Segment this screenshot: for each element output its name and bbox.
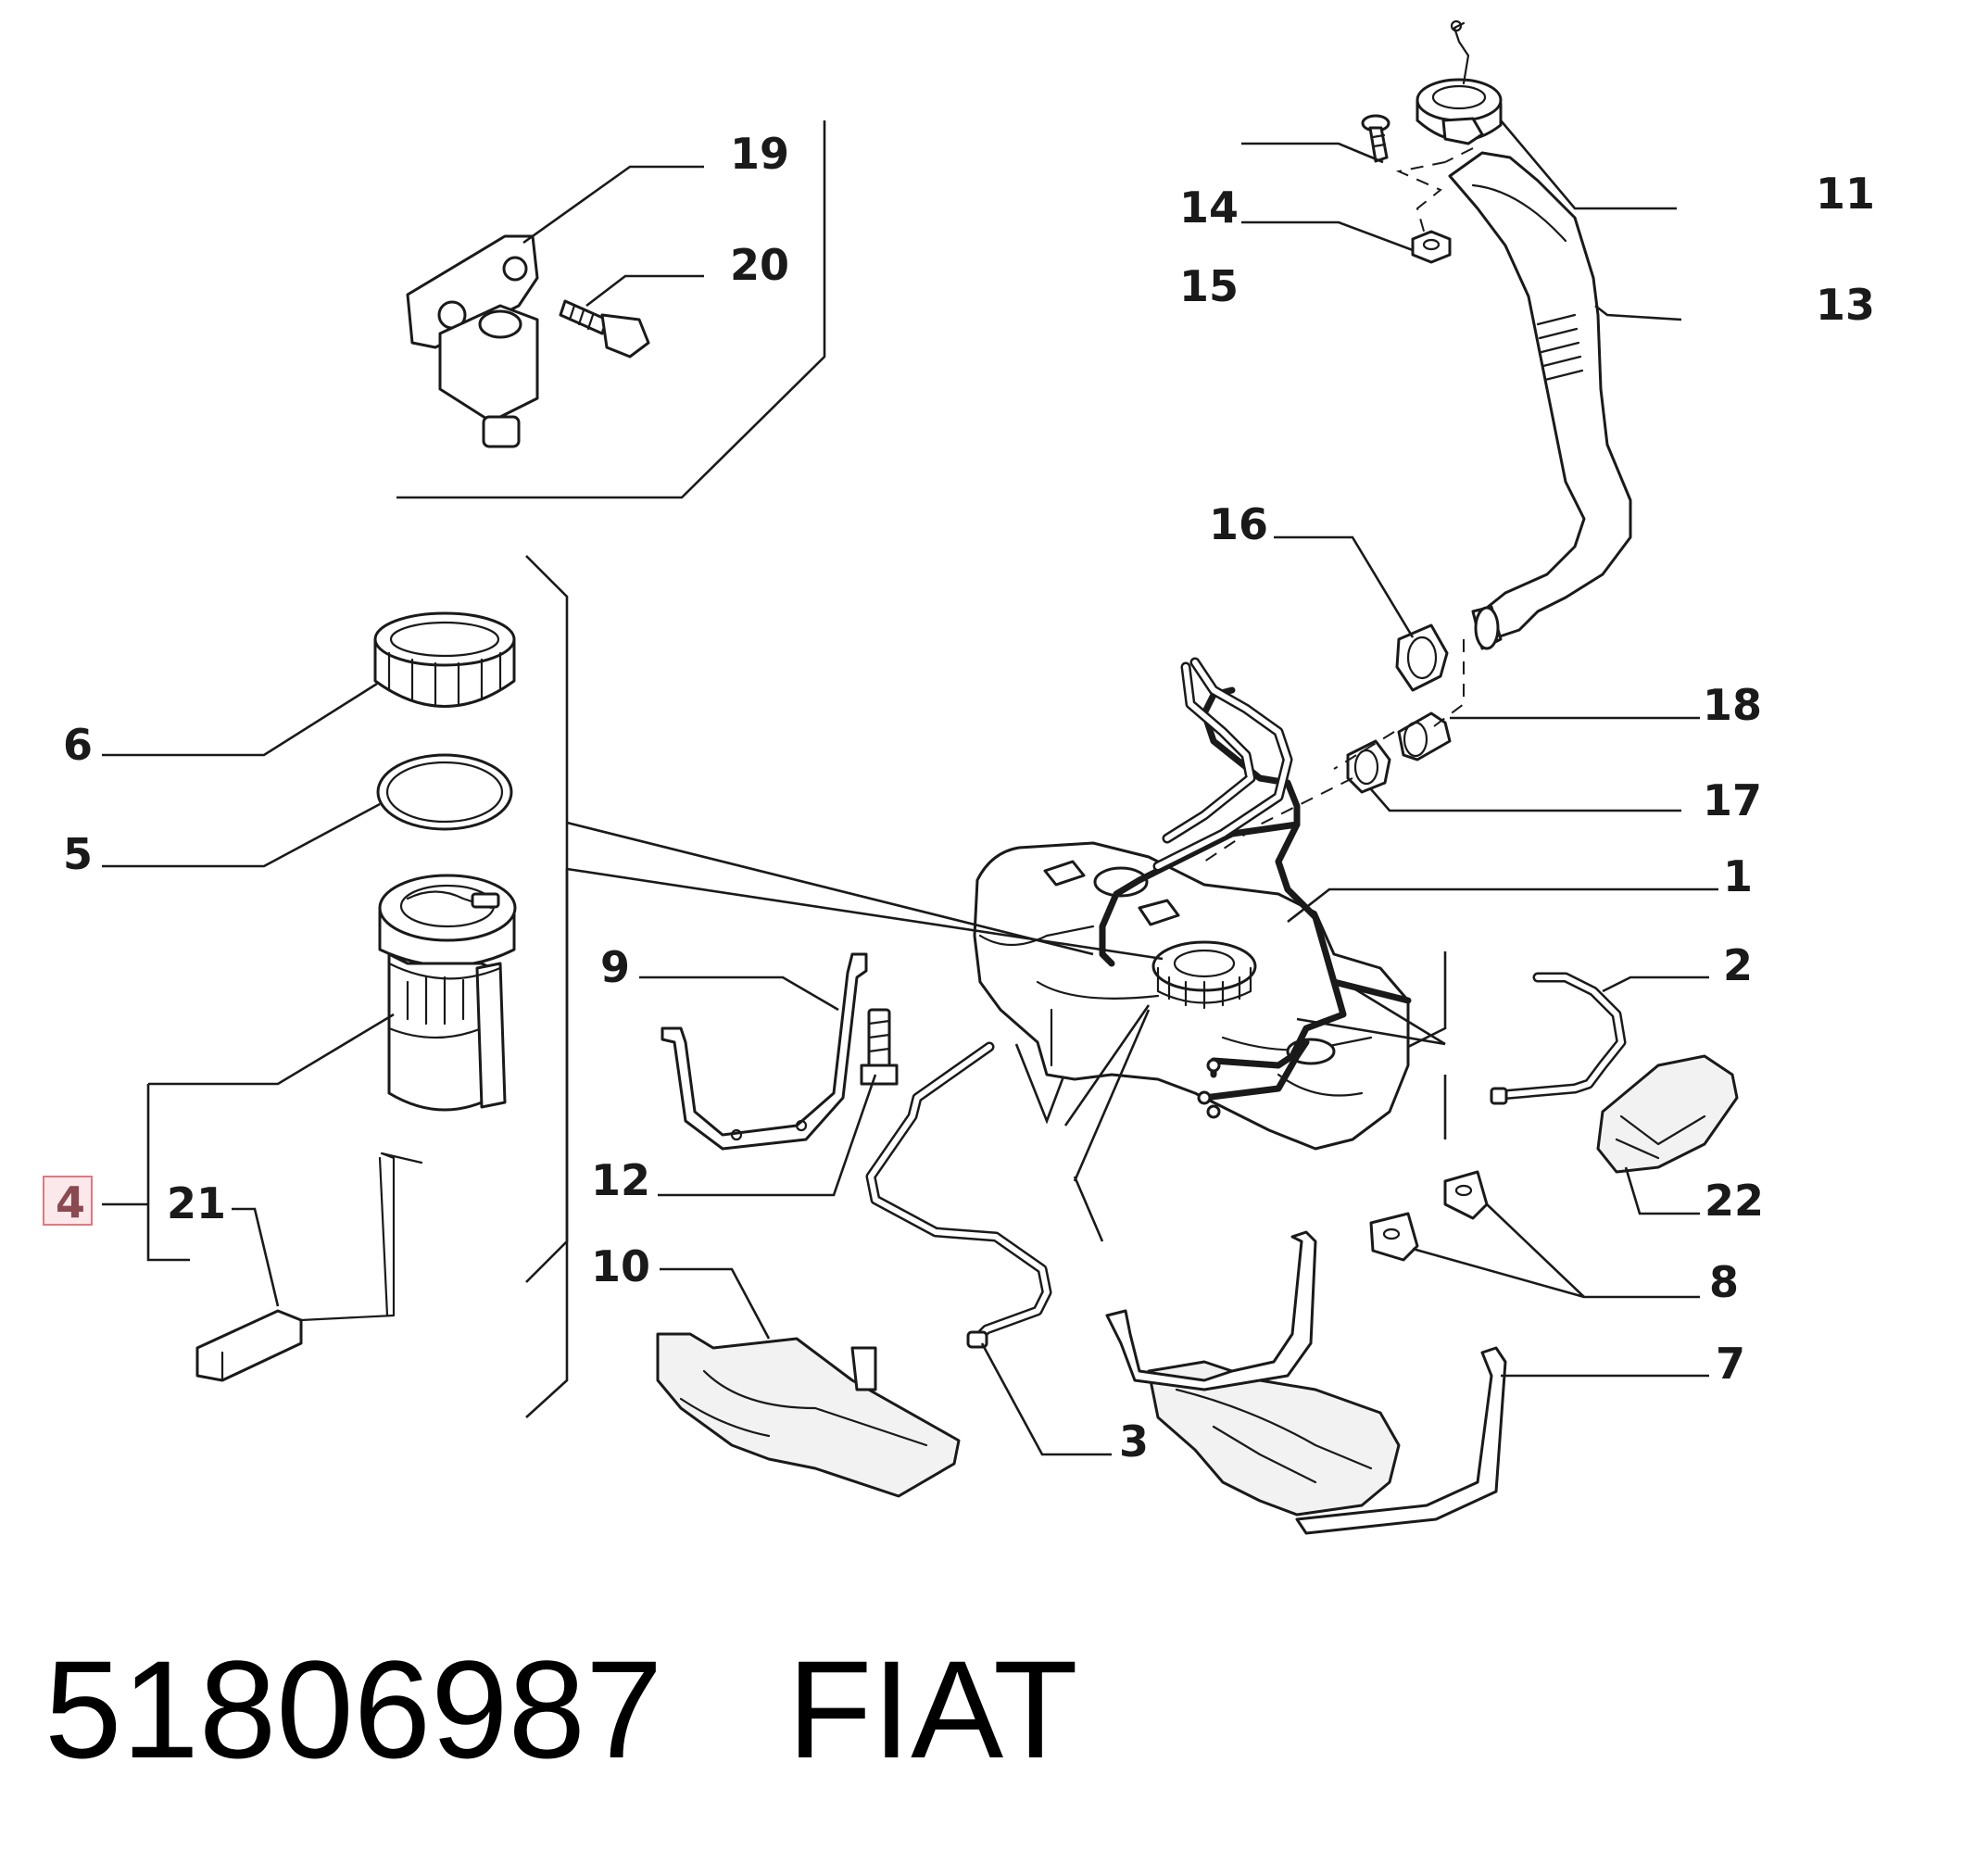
- callout-13[interactable]: 13: [1816, 280, 1875, 330]
- callout-15[interactable]: 15: [1179, 261, 1239, 311]
- callout-2[interactable]: 2: [1723, 940, 1753, 990]
- bracket-part-19: [406, 234, 539, 448]
- hose-clamp-part-17: [1346, 739, 1391, 794]
- callout-3[interactable]: 3: [1119, 1416, 1149, 1466]
- clips-part-8: [1369, 1170, 1489, 1262]
- callout-6[interactable]: 6: [63, 720, 93, 770]
- breather-pipe-part-2: [1490, 972, 1627, 1105]
- callout-19[interactable]: 19: [730, 129, 789, 179]
- callout-16[interactable]: 16: [1209, 499, 1268, 549]
- callout-17[interactable]: 17: [1703, 775, 1762, 825]
- callout-4[interactable]: 4: [56, 1177, 85, 1227]
- callout-1[interactable]: 1: [1723, 851, 1753, 901]
- callout-9[interactable]: 9: [600, 942, 630, 992]
- strap-shield-part-7: [1105, 1230, 1507, 1535]
- part-number: 51806987: [44, 1631, 663, 1787]
- filler-neck-part-13: [1448, 151, 1632, 650]
- callout-12[interactable]: 12: [591, 1155, 650, 1205]
- filler-cap-part-11: [1416, 19, 1503, 145]
- brand-name: FIAT: [786, 1631, 1078, 1787]
- cover-part-22: [1596, 1054, 1739, 1174]
- level-sensor-part-21: [195, 1152, 423, 1382]
- highlight-box-part-4: [43, 1176, 93, 1226]
- section-frames: [396, 120, 1447, 1418]
- footer: 51806987 FIAT: [44, 1630, 1078, 1788]
- hose-clamp-part-16: [1395, 623, 1449, 692]
- callout-22[interactable]: 22: [1705, 1176, 1764, 1226]
- nut-part-15: [1411, 230, 1452, 264]
- tank-strap-part-9: [661, 952, 868, 1151]
- locking-ring-part-6: [373, 611, 516, 708]
- strap-bolt-part-12: [860, 1008, 899, 1086]
- assembly-lines: [1203, 147, 1474, 862]
- callout-8[interactable]: 8: [1709, 1257, 1739, 1307]
- callout-10[interactable]: 10: [591, 1241, 650, 1291]
- fuel-pump-module-part-4: [378, 874, 517, 1112]
- seal-part-5: [376, 753, 513, 831]
- heat-shield-part-10: [656, 1332, 961, 1498]
- callouts: 19 20 14 15 11 13 16 18 17 1 2 22 8 7 3 …: [43, 129, 1875, 1466]
- callout-18[interactable]: 18: [1703, 680, 1762, 730]
- screw-part-14: [1361, 114, 1390, 163]
- callout-5[interactable]: 5: [63, 829, 93, 879]
- callout-20[interactable]: 20: [730, 240, 789, 290]
- callout-11[interactable]: 11: [1816, 169, 1875, 219]
- leader-lines: [102, 120, 1718, 1456]
- callout-21[interactable]: 21: [167, 1178, 226, 1228]
- callout-14[interactable]: 14: [1179, 183, 1239, 233]
- callout-7[interactable]: 7: [1716, 1339, 1745, 1389]
- fuel-line-part-3: [865, 1041, 1052, 1349]
- bolt-part-20: [559, 299, 650, 359]
- vent-pipes: [1152, 657, 1293, 872]
- fuel-tank-part-1: [973, 686, 1412, 1151]
